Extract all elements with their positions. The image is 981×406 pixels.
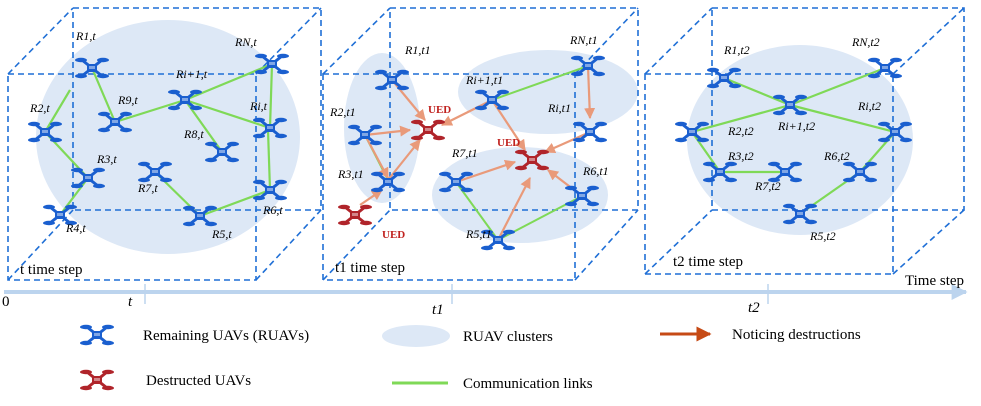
label-ri: Ri,t2 <box>857 99 881 113</box>
label-r2: R2,t1 <box>329 105 356 119</box>
ued-label: UED <box>382 229 405 241</box>
label-r5: R5,t1 <box>465 227 492 241</box>
label-r8: R8,t <box>183 127 204 141</box>
label-r7: R7,t2 <box>754 179 781 193</box>
label-rn: RN,t <box>234 35 257 49</box>
node-labels: R1,t1 RN,t1 Ri+1,t1 R2,t1 Ri,t1 R7,t1 R3… <box>329 33 609 241</box>
label-r3: R3,t <box>96 152 117 166</box>
label-r3: R3,t1 <box>337 167 364 181</box>
legend-remaining: Remaining UAVs (RUAVs) <box>78 323 309 347</box>
timeline: 0 t t1 t2 Time step <box>2 273 968 318</box>
destructed-uav-icon <box>336 203 374 227</box>
ued-label: UED <box>497 137 520 149</box>
legend-destructed-label: Destructed UAVs <box>146 373 251 389</box>
node-labels: R1,t2 RN,t2 R2,t2 Ri+1,t2 Ri,t2 R3,t2 R6… <box>723 35 881 243</box>
label-ri: Ri,t <box>249 99 268 113</box>
timeline-tick-t1: t1 <box>432 302 444 318</box>
legend-clusters-label: RUAV clusters <box>463 329 553 345</box>
label-rn: RN,t2 <box>851 35 880 49</box>
uav-icon <box>78 323 116 347</box>
label-r3: R3,t2 <box>727 149 754 163</box>
label-r6: R6,t <box>262 203 283 217</box>
legend-links: Communication links <box>392 376 593 392</box>
legend-noticing: Noticing destructions <box>660 326 861 343</box>
cube-frame <box>644 7 965 275</box>
step-label: t time step <box>20 262 83 278</box>
label-r1: R1,t2 <box>723 43 750 57</box>
legend-links-label: Communication links <box>463 376 593 392</box>
cluster-region <box>687 45 913 235</box>
step-label: t2 time step <box>673 254 743 270</box>
node-labels: R1,t RN,t Ri+1,t R9,t R2,t Ri,t R8,t R3,… <box>29 29 283 241</box>
label-rn: RN,t1 <box>569 33 598 47</box>
legend-clusters: RUAV clusters <box>382 325 553 347</box>
label-ri: Ri,t1 <box>547 101 571 115</box>
cluster-swatch <box>382 325 450 347</box>
timeline-axis-label: Time step <box>905 273 964 289</box>
label-r6: R6,t1 <box>582 164 609 178</box>
label-r6: R6,t2 <box>823 149 850 163</box>
label-ri1: Ri+1,t2 <box>777 119 815 133</box>
panel-t1: UED UED UED R1,t1 RN,t1 Ri+1,t1 R2,t1 Ri… <box>322 7 639 281</box>
label-r5: R5,t2 <box>809 229 836 243</box>
timeline-tick-t: t <box>128 294 133 310</box>
cube-frame <box>7 7 322 281</box>
legend-destructed: Destructed UAVs <box>78 368 251 392</box>
noticing-arrows <box>359 65 596 241</box>
legend: Remaining UAVs (RUAVs) RUAV clusters Not… <box>78 323 861 392</box>
timeline-tick-t2: t2 <box>748 300 760 316</box>
label-r1: R1,t1 <box>404 43 431 57</box>
label-r1: R1,t <box>75 29 96 43</box>
step-label: t1 time step <box>335 260 405 276</box>
destructed-uav-icon <box>78 368 116 392</box>
ued-labels: UED UED UED <box>382 104 520 241</box>
label-ri1: Ri+1,t1 <box>465 73 503 87</box>
label-r5: R5,t <box>211 227 232 241</box>
legend-remaining-label: Remaining UAVs (RUAVs) <box>143 328 309 344</box>
label-r9: R9,t <box>117 93 138 107</box>
panel-t: R1,t RN,t Ri+1,t R9,t R2,t Ri,t R8,t R3,… <box>7 7 322 281</box>
cluster-region <box>36 20 300 254</box>
label-ri1: Ri+1,t <box>175 67 208 81</box>
label-r7: R7,t1 <box>451 146 478 160</box>
label-r7: R7,t <box>137 181 158 195</box>
label-r2: R2,t <box>29 101 50 115</box>
legend-noticing-label: Noticing destructions <box>732 327 861 343</box>
label-r4: R4,t <box>65 221 86 235</box>
timeline-origin: 0 <box>2 294 10 310</box>
ued-label: UED <box>428 104 451 116</box>
label-r2: R2,t2 <box>727 124 754 138</box>
panel-t2: R1,t2 RN,t2 R2,t2 Ri+1,t2 Ri,t2 R3,t2 R6… <box>644 7 965 275</box>
